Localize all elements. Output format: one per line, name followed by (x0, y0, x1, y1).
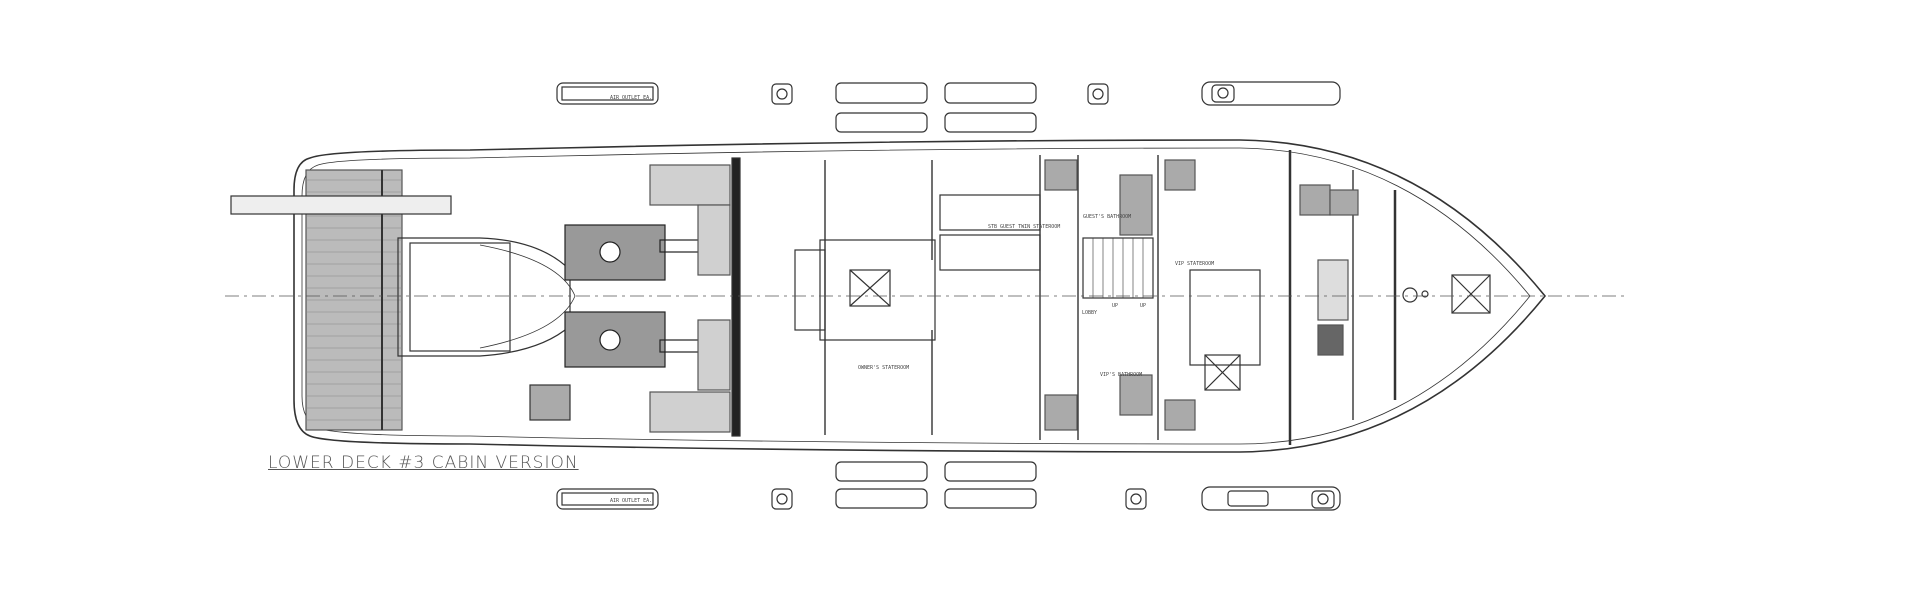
window-icon (944, 82, 1037, 104)
stairs (1082, 237, 1154, 299)
window-icon (835, 82, 928, 104)
window-icon (944, 112, 1037, 133)
air-outlet-label-top: AIR OUTLET EA. (610, 95, 652, 101)
forward-hatch (1451, 274, 1491, 314)
porthole-icon (771, 83, 793, 105)
air-outlet-window-bottom (556, 488, 659, 510)
room-label-lobby: LOBBY (1082, 310, 1097, 316)
air-outlet-label-bottom: AIR OUTLET EA. (610, 498, 652, 504)
vip-bed (1189, 269, 1261, 366)
bottom-window-markers (556, 461, 1341, 511)
room-label-vips-bath: VIP'S BATHROOM (1100, 372, 1142, 378)
bulkhead (731, 157, 741, 437)
porthole-icon (1087, 83, 1109, 105)
air-outlet-window-top (556, 82, 659, 105)
passerelle (230, 195, 452, 215)
generator (529, 384, 571, 421)
room-label-owners: OWNER'S STATEROOM (858, 365, 909, 371)
top-window-markers (556, 81, 1341, 133)
stairs-up-label: UP (1112, 303, 1118, 309)
window-icon (1201, 81, 1341, 106)
stairs-up-label: UP (1140, 303, 1146, 309)
room-label-vip: VIP STATEROOM (1175, 261, 1214, 267)
hull-outline (293, 139, 1547, 453)
owner-bed (819, 239, 936, 341)
room-label-guest-twin: STB GUEST TWIN STATEROOM (988, 224, 1060, 230)
window-icon (835, 112, 928, 133)
drawing-title: LOWER DECK #3 CABIN VERSION (268, 453, 579, 473)
tender-garage (397, 237, 571, 357)
engines (564, 224, 701, 368)
room-label-guests-bath: GUEST'S BATHROOM (1083, 214, 1131, 220)
